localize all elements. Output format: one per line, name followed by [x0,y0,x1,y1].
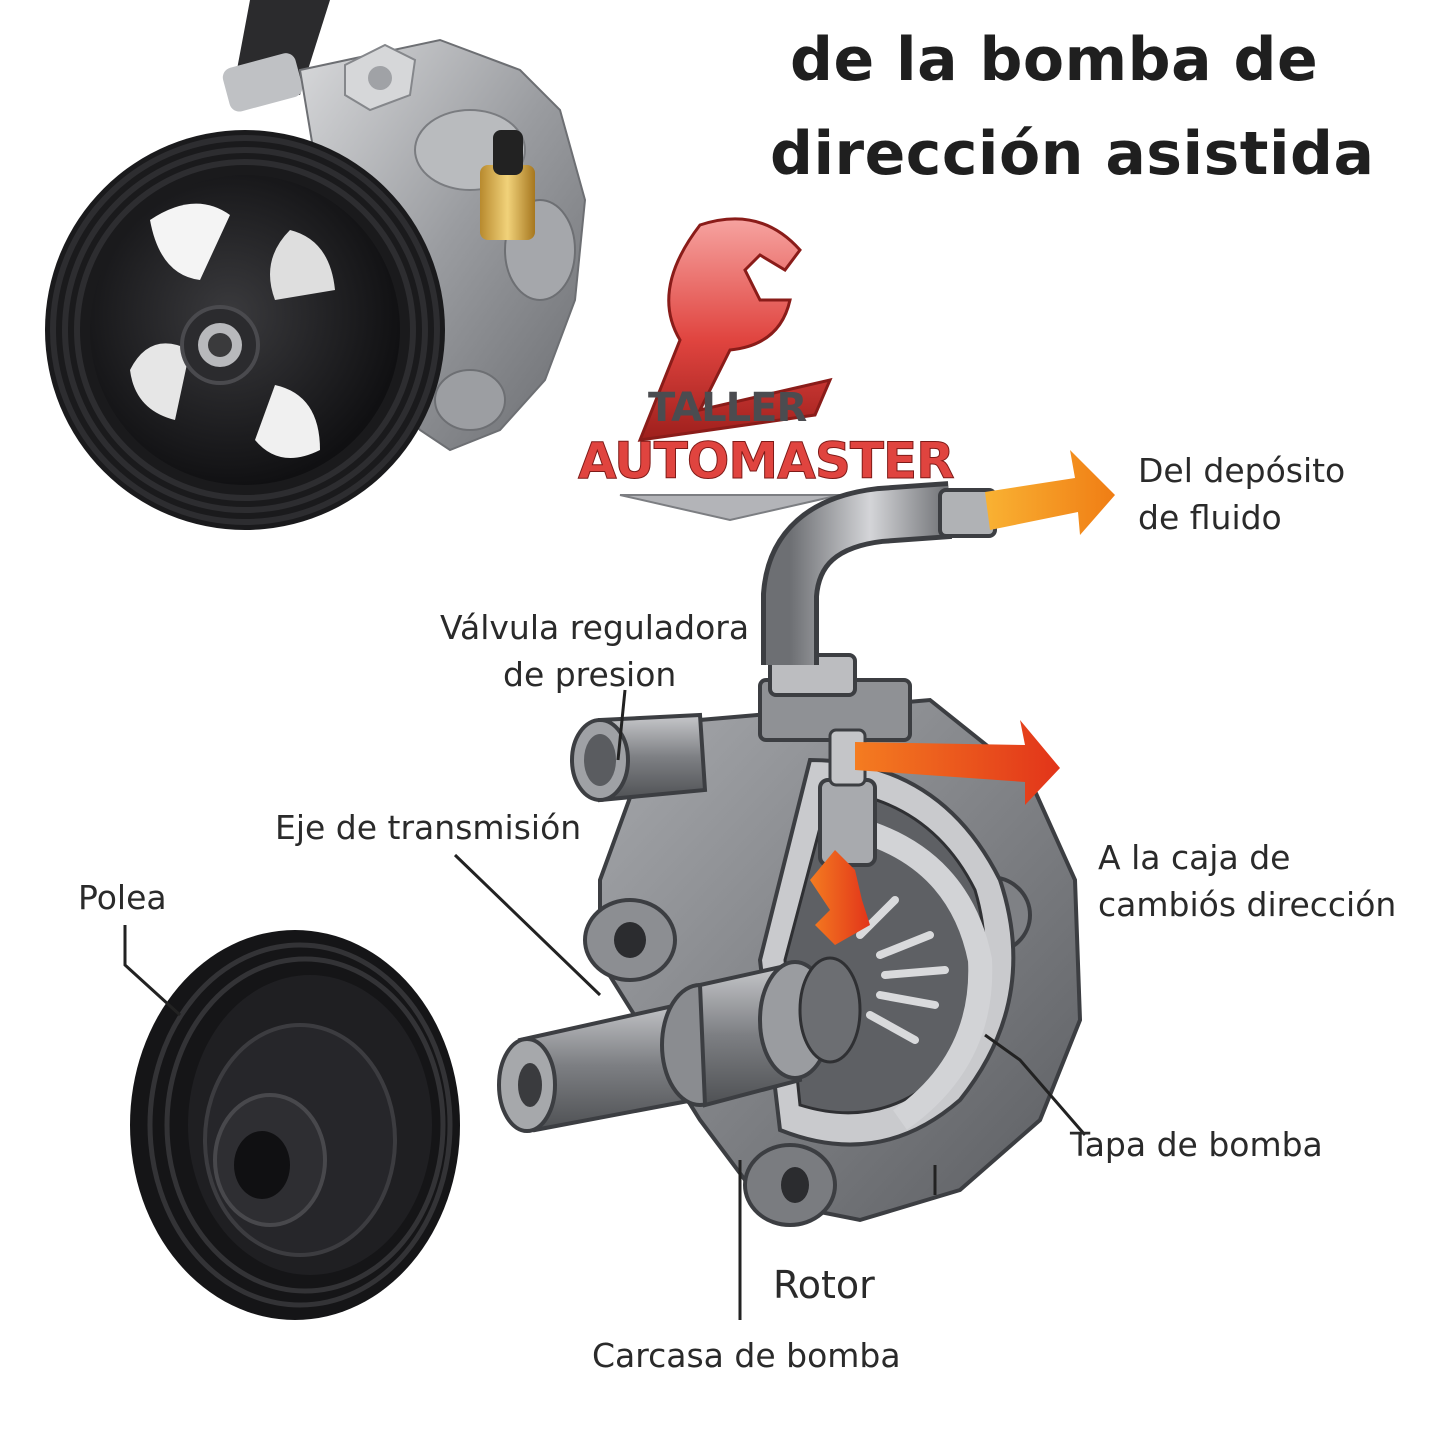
label-deposito-line2: de fluido [1138,498,1282,537]
pump-illustration [497,653,1083,1227]
leader-polea [123,925,182,1017]
inlet-arrow [985,450,1115,535]
logo [619,217,841,522]
label-carcasa: Carcasa de bomba [592,1336,901,1375]
logo-text-top: TALLER [648,385,807,431]
label-tapa: Tapa de bomba [1070,1125,1323,1164]
label-valvula-line1: Válvula reguladora [440,608,750,647]
pulley-part [130,930,460,1320]
pump-photo [45,0,587,530]
internal-flow-arrow [810,850,870,945]
leader-lines [123,689,1087,1320]
wrench-icon [637,217,833,442]
label-polea: Polea [78,878,167,917]
label-eje: Eje de transmisión [275,808,582,847]
label-caja-line1: A la caja de [1098,838,1291,877]
outlet-arrow [855,720,1060,805]
title-line-2: dirección asistida [770,119,1375,189]
logo-text-bottom: AUTOMASTER [578,432,956,491]
title-line-1: de la bomba de [790,25,1319,95]
label-caja-line2: cambiós dirección [1098,885,1397,924]
label-valvula-line2: de presion [503,655,677,694]
leader-eje [453,853,602,997]
label-rotor: Rotor [773,1263,875,1307]
leader-tapa [984,1033,1087,1136]
inlet-pipe [761,481,997,665]
leader-valvula [616,689,627,761]
label-deposito-line1: Del depósito [1138,451,1346,490]
